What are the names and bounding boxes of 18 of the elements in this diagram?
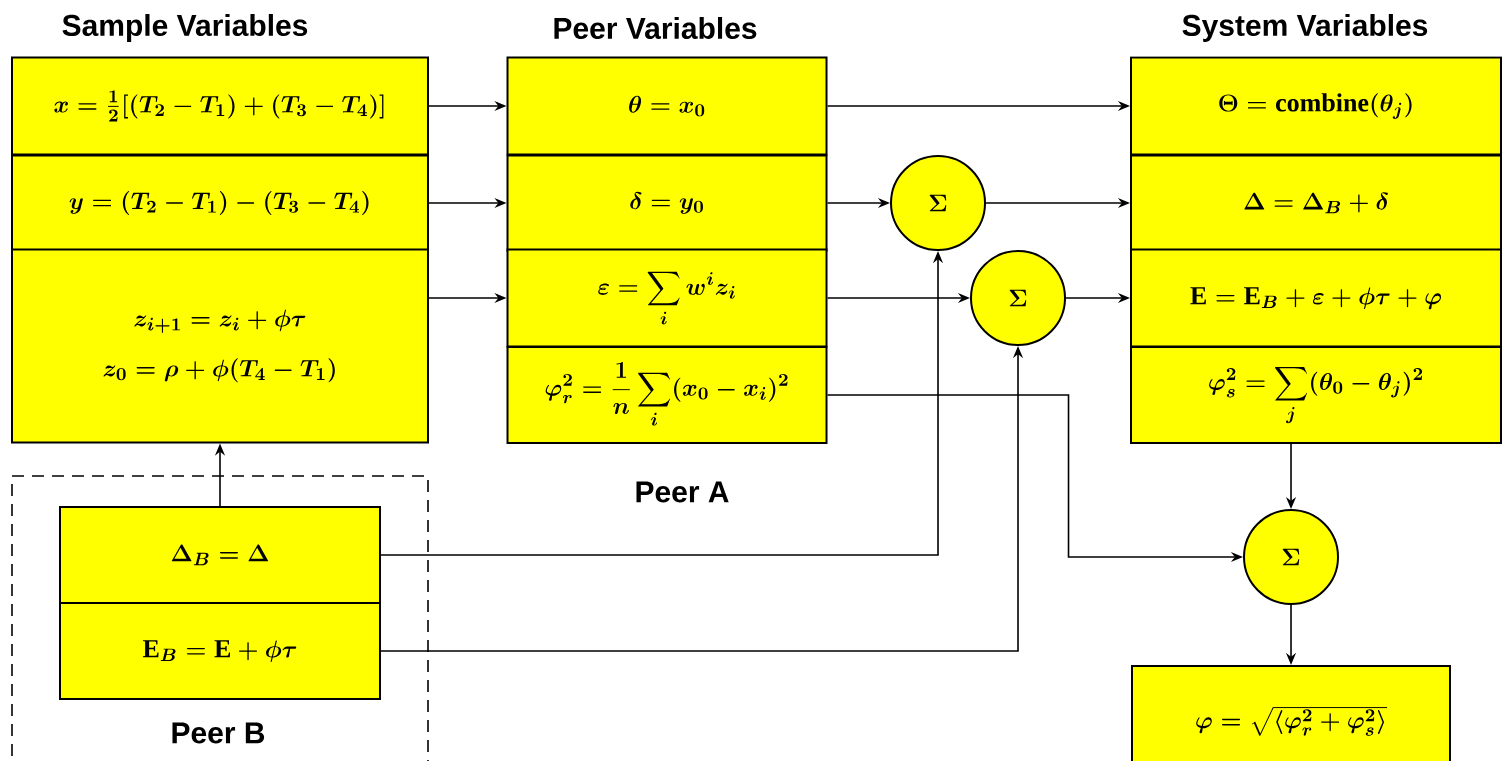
node-label: $\varphi_s^2=\sum_j(\theta_0-\theta_j)^2$ — [1209, 367, 1423, 424]
node-label: $\Delta=\Delta_B+\delta$ — [1244, 192, 1388, 214]
formula-box: $\theta=x_0$ — [506, 56, 828, 156]
heading: Peer A — [636, 481, 729, 503]
group-title: Peer B — [172, 722, 265, 744]
formula-box: $\varphi_r^2=\frac{1}{n}\sum_i(x_0-x_i)^2$ — [506, 346, 828, 444]
formula-box: $\Delta_B=\Delta$ — [59, 506, 381, 604]
formula-box: $\mathrm{E}=\mathrm{E}_B+\varepsilon+\phi\tau+\varphi$ — [1130, 248, 1502, 348]
formula-box: $\Theta=\mathrm{combine}(\theta_j)$ — [1130, 56, 1502, 156]
formula-box: $\delta=y_0$ — [506, 154, 828, 252]
node-label: $\mathrm{E}=\mathrm{E}_B+\varepsilon+\phi\tau+\varphi$ — [1190, 287, 1442, 310]
formula-box: $\varphi=\sqrt{\langle\varphi_r^2+\varphi_s^2\rangle}$ — [1131, 665, 1451, 761]
formula-box: $\varepsilon=\sum_i w^i z_i$ — [506, 248, 828, 348]
formula-box: $y=(T_2-T_1)-(T_3-T_4)$ — [11, 154, 429, 252]
formula-box: $\Delta=\Delta_B+\delta$ — [1130, 154, 1502, 252]
formula-box: $\mathrm{E}_B=\mathrm{E}+\phi\tau$ — [59, 602, 381, 700]
formula-box: $\varphi_s^2=\sum_j(\theta_0-\theta_j)^2$ — [1130, 346, 1502, 444]
formula-box: $x=\tfrac{1}{2}[(T_2-T_1)+(T_3-T_4)]$ — [11, 56, 429, 156]
